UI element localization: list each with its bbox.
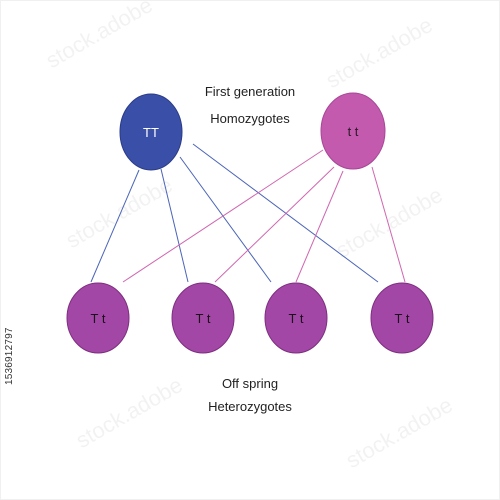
offspring-title: Off spring: [221, 376, 279, 391]
connector-TT-offspring-4: [192, 143, 379, 283]
connector-tt-offspring-3: [295, 170, 344, 283]
offspring-label-2: T t: [196, 311, 211, 326]
offspring-subtitle: Heterozygotes: [208, 399, 292, 414]
connector-tt-offspring-4: [371, 166, 406, 283]
parent-label-TT: TT: [143, 125, 159, 140]
offspring-node-2: [171, 282, 235, 354]
parents-subtitle: Homozygotes: [210, 111, 290, 126]
connector-TT-offspring-2: [160, 168, 189, 283]
parent-node-tt: [320, 92, 386, 170]
offspring-label-1: T t: [91, 311, 106, 326]
offspring-node-1: [66, 282, 130, 354]
connector-TT-offspring-3: [179, 156, 272, 283]
parent-label-tt: t t: [348, 124, 359, 139]
connector-tt-offspring-2: [214, 166, 335, 283]
offspring-node-4: [370, 282, 434, 354]
offspring-label-4: T t: [395, 311, 410, 326]
connector-TT-offspring-1: [90, 169, 140, 283]
connector-tt-offspring-1: [122, 149, 324, 283]
parent-node-TT: [119, 93, 183, 171]
stock-id: 1536912797: [4, 327, 15, 385]
offspring-node-3: [264, 282, 328, 354]
offspring-label-3: T t: [289, 311, 304, 326]
generation-title: First generation: [204, 84, 296, 99]
